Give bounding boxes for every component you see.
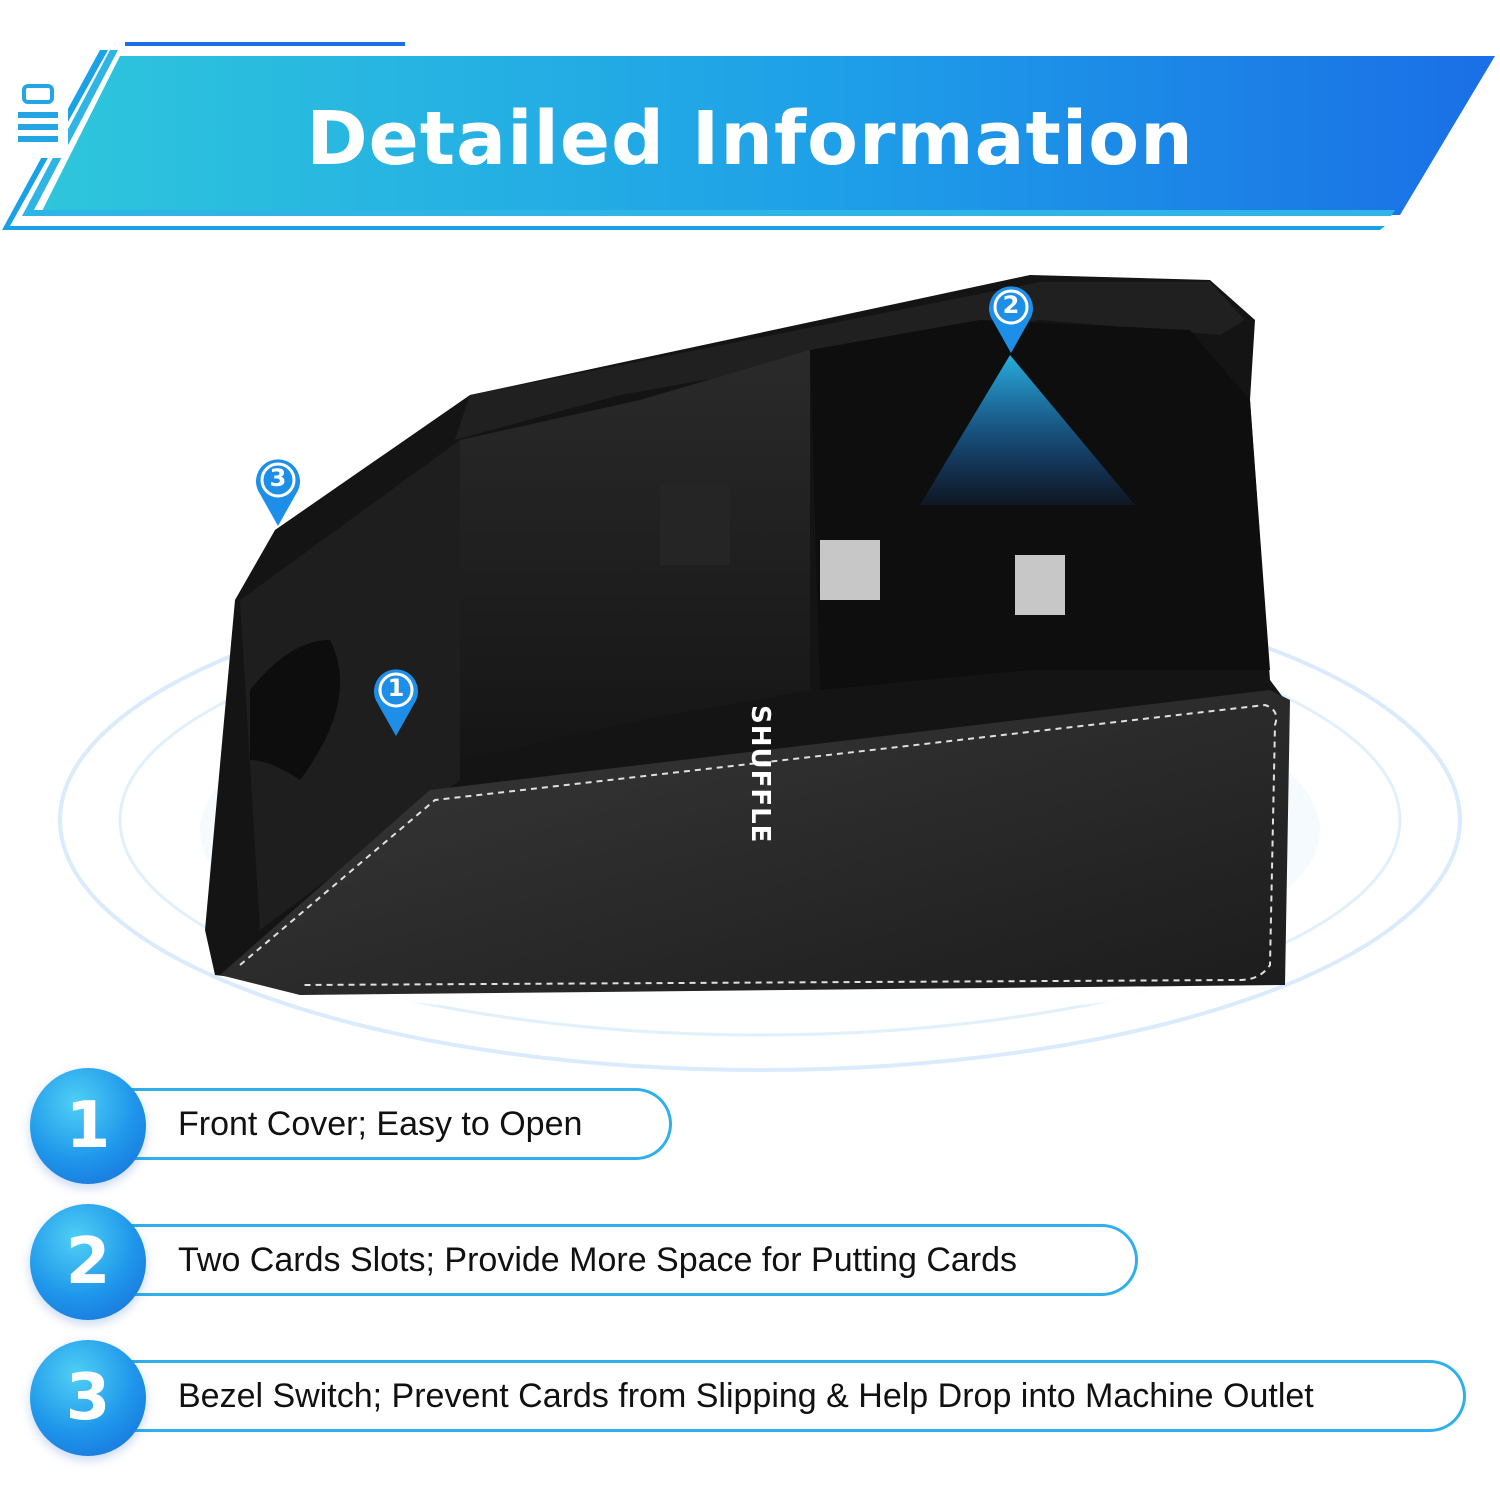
product-image: SHUFFLE 1 2 3 [0, 250, 1500, 1080]
map-pin-icon [374, 669, 418, 736]
brand-label: SHUFFLE [745, 705, 775, 844]
clipboard-icon [8, 84, 68, 158]
header-banner: Detailed Information [0, 40, 1500, 240]
feature-pill: Two Cards Slots; Provide More Space for … [110, 1224, 1138, 1296]
feature-text: Bezel Switch; Prevent Cards from Slippin… [178, 1376, 1314, 1415]
callout-pin-2: 2 [985, 285, 1037, 355]
map-pin-icon [256, 459, 300, 526]
feature-item-1: Front Cover; Easy to Open 1 [30, 1068, 690, 1188]
banner-title: Detailed Information [0, 84, 1500, 194]
feature-number-badge: 1 [30, 1068, 146, 1184]
feature-pill: Front Cover; Easy to Open [110, 1088, 672, 1160]
callout-pin-3: 3 [252, 458, 304, 528]
callout-number: 1 [387, 674, 405, 702]
callout-number: 3 [269, 464, 287, 492]
map-pin-icon [989, 286, 1033, 353]
feature-text: Front Cover; Easy to Open [178, 1104, 583, 1143]
feature-text: Two Cards Slots; Provide More Space for … [178, 1240, 1018, 1279]
feature-number-badge: 3 [30, 1340, 146, 1456]
callout-pin-1: 1 [370, 668, 422, 738]
feature-number-badge: 2 [30, 1204, 146, 1320]
feature-item-3: Bezel Switch; Prevent Cards from Slippin… [30, 1340, 1470, 1460]
page-title: Detailed Information [306, 96, 1194, 182]
feature-list: Front Cover; Easy to Open 1 Two Cards Sl… [0, 1060, 1500, 1480]
feature-item-2: Two Cards Slots; Provide More Space for … [30, 1204, 1150, 1324]
feature-pill: Bezel Switch; Prevent Cards from Slippin… [110, 1360, 1466, 1432]
callout-number: 2 [1002, 291, 1020, 319]
banner-shape [2, 42, 1495, 230]
card-shuffler-illustration [58, 275, 1462, 1072]
